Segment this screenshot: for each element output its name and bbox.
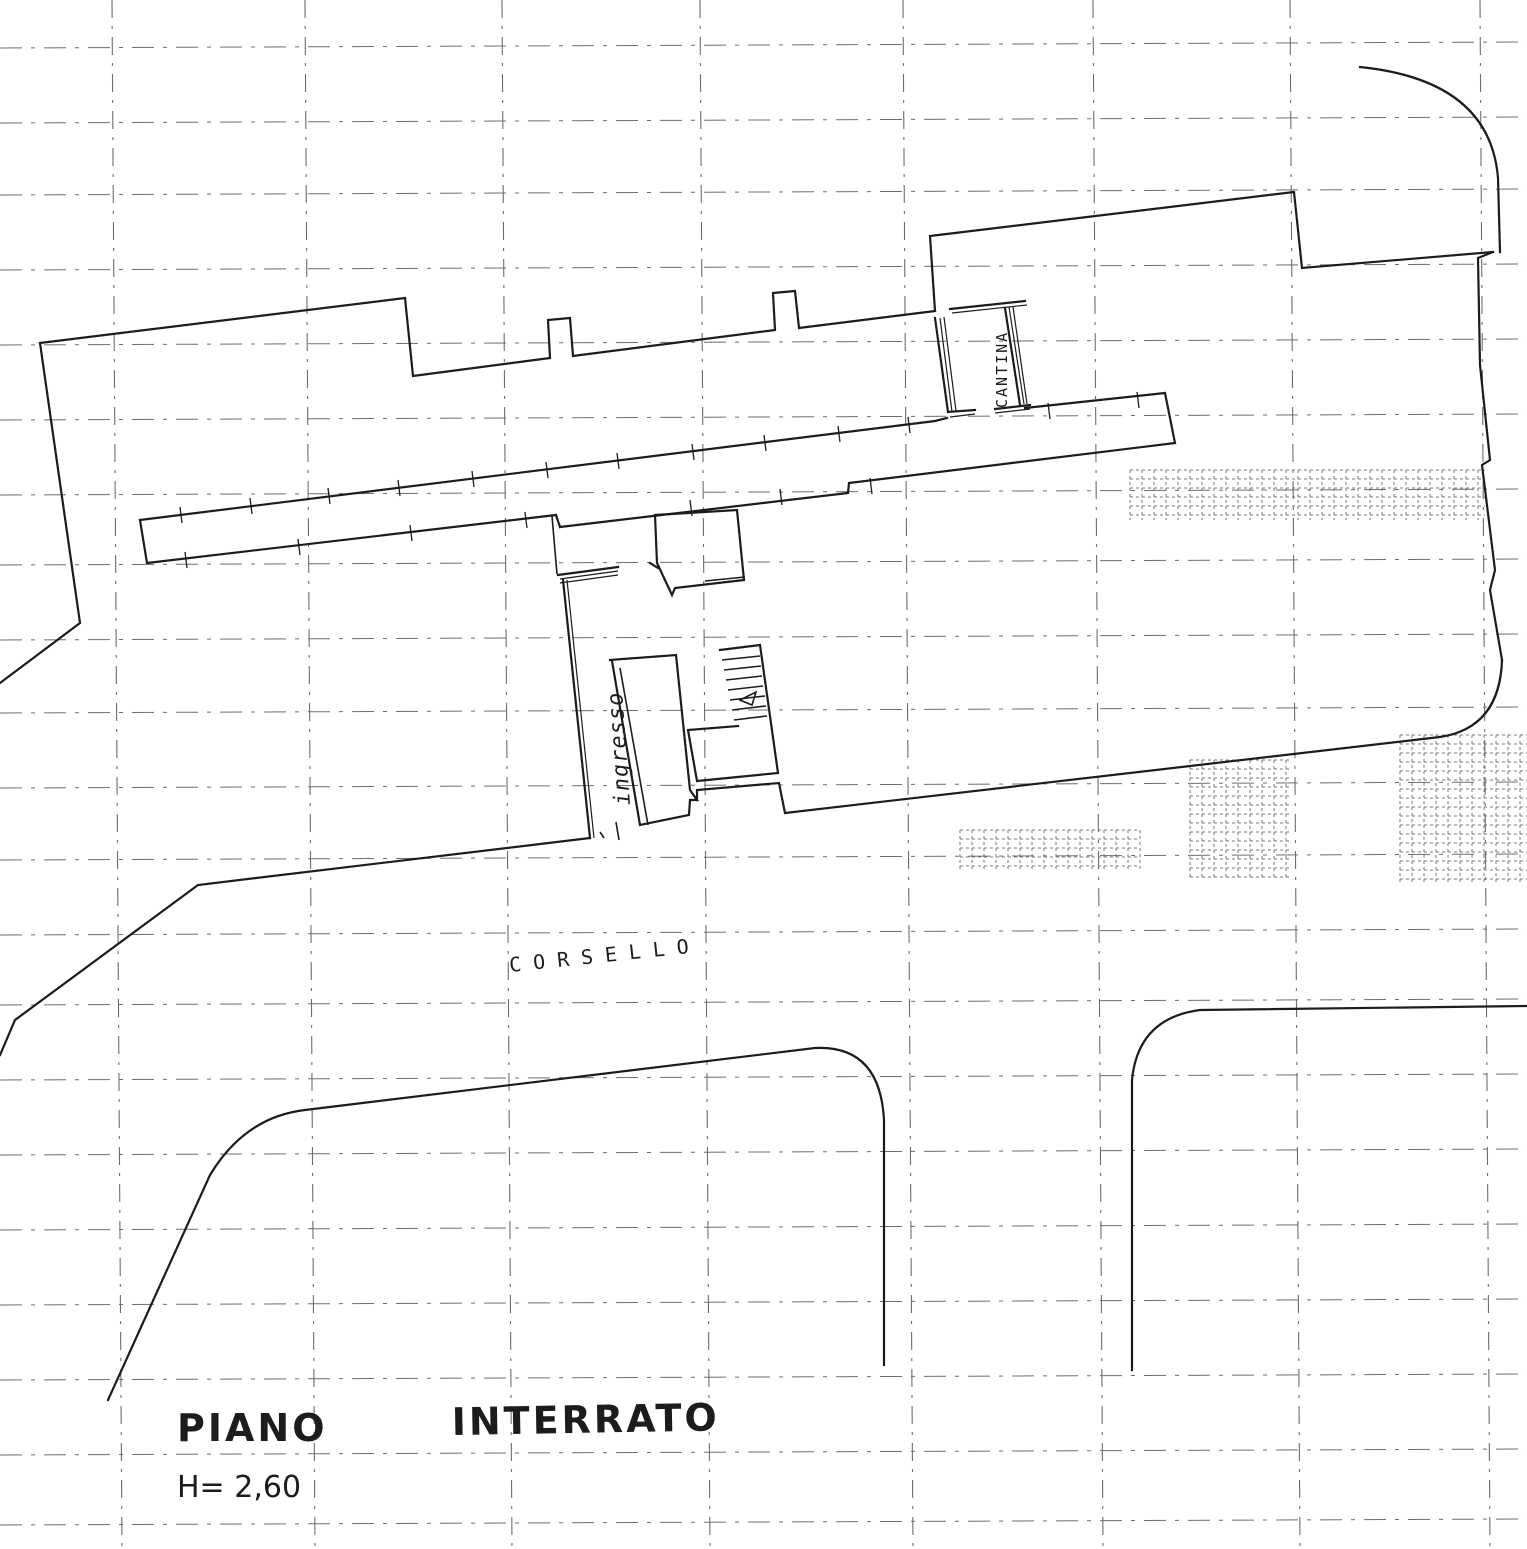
grid-line-v: [1479, 0, 1491, 1549]
grid-line-h: [0, 1148, 1527, 1156]
dimension-tick: [409, 524, 413, 542]
grid-line-h: [0, 413, 1527, 421]
grid-line-v: [501, 0, 513, 1549]
road-curbs: [106, 65, 1527, 1402]
dimension-tick: [837, 425, 841, 443]
dimension-tick: [327, 487, 331, 505]
piano-title: PIANO: [177, 1406, 328, 1450]
dimension-tick: [179, 506, 183, 524]
interrato-title: INTERRATO: [451, 1395, 720, 1444]
grid-line-h: [0, 488, 1527, 496]
grid-line-h: [0, 1223, 1527, 1231]
grid-line-h: [0, 263, 1527, 271]
ingresso-label: ingresso: [603, 691, 636, 806]
grid-line-v: [902, 0, 914, 1549]
building-outline: [0, 190, 1504, 1057]
dimension-tick: [779, 488, 783, 506]
grid-line-v: [1092, 0, 1104, 1549]
dimension-tick: [297, 538, 301, 556]
height-label: H= 2,60: [177, 1470, 301, 1505]
dimension-tick: [691, 443, 695, 461]
entrance-core: [556, 508, 780, 841]
corridor: [138, 391, 1177, 575]
grid-line-h: [0, 928, 1527, 936]
dimension-tick: [907, 416, 911, 434]
grid-line-h: [0, 188, 1527, 196]
grid-line-h: [0, 558, 1527, 566]
corsello-label: CORSELLO: [508, 933, 702, 977]
grid-line-h: [0, 116, 1527, 124]
dimension-tick: [184, 551, 188, 569]
grid-line-h: [0, 338, 1527, 346]
dimension-tick: [397, 479, 401, 497]
grid-line-h: [0, 1373, 1527, 1381]
dimension-tick: [869, 477, 873, 495]
cantina-label: CANTINA: [993, 331, 1011, 408]
grid-line-h: [0, 1518, 1527, 1526]
stair-treads: [721, 655, 768, 721]
grid-line-h: [0, 1448, 1527, 1456]
dimension-tick: [249, 497, 253, 515]
dimension-tick: [524, 511, 528, 529]
dense-grid-area: [959, 469, 1527, 885]
dimension-tick: [471, 470, 475, 488]
grid-line-h: [0, 41, 1527, 49]
dimension-ticks: [179, 391, 1140, 569]
grid-line-v: [304, 0, 316, 1549]
dimension-tick: [1047, 402, 1051, 420]
grid-line-h: [0, 1298, 1527, 1306]
dimension-tick: [545, 461, 549, 479]
grid-line-h: [0, 633, 1527, 641]
grid-line-h: [0, 706, 1527, 714]
grid-line-h: [0, 998, 1527, 1006]
dimension-tick: [763, 434, 767, 452]
grid-line-v: [111, 0, 123, 1549]
dimension-tick: [1136, 391, 1140, 409]
dimension-tick: [689, 499, 693, 517]
grid-line-v: [699, 0, 711, 1549]
cantina-room: [933, 299, 1032, 418]
dimension-tick: [616, 452, 620, 470]
grid-line-h: [0, 853, 1527, 861]
grid-line-h: [0, 1073, 1527, 1081]
